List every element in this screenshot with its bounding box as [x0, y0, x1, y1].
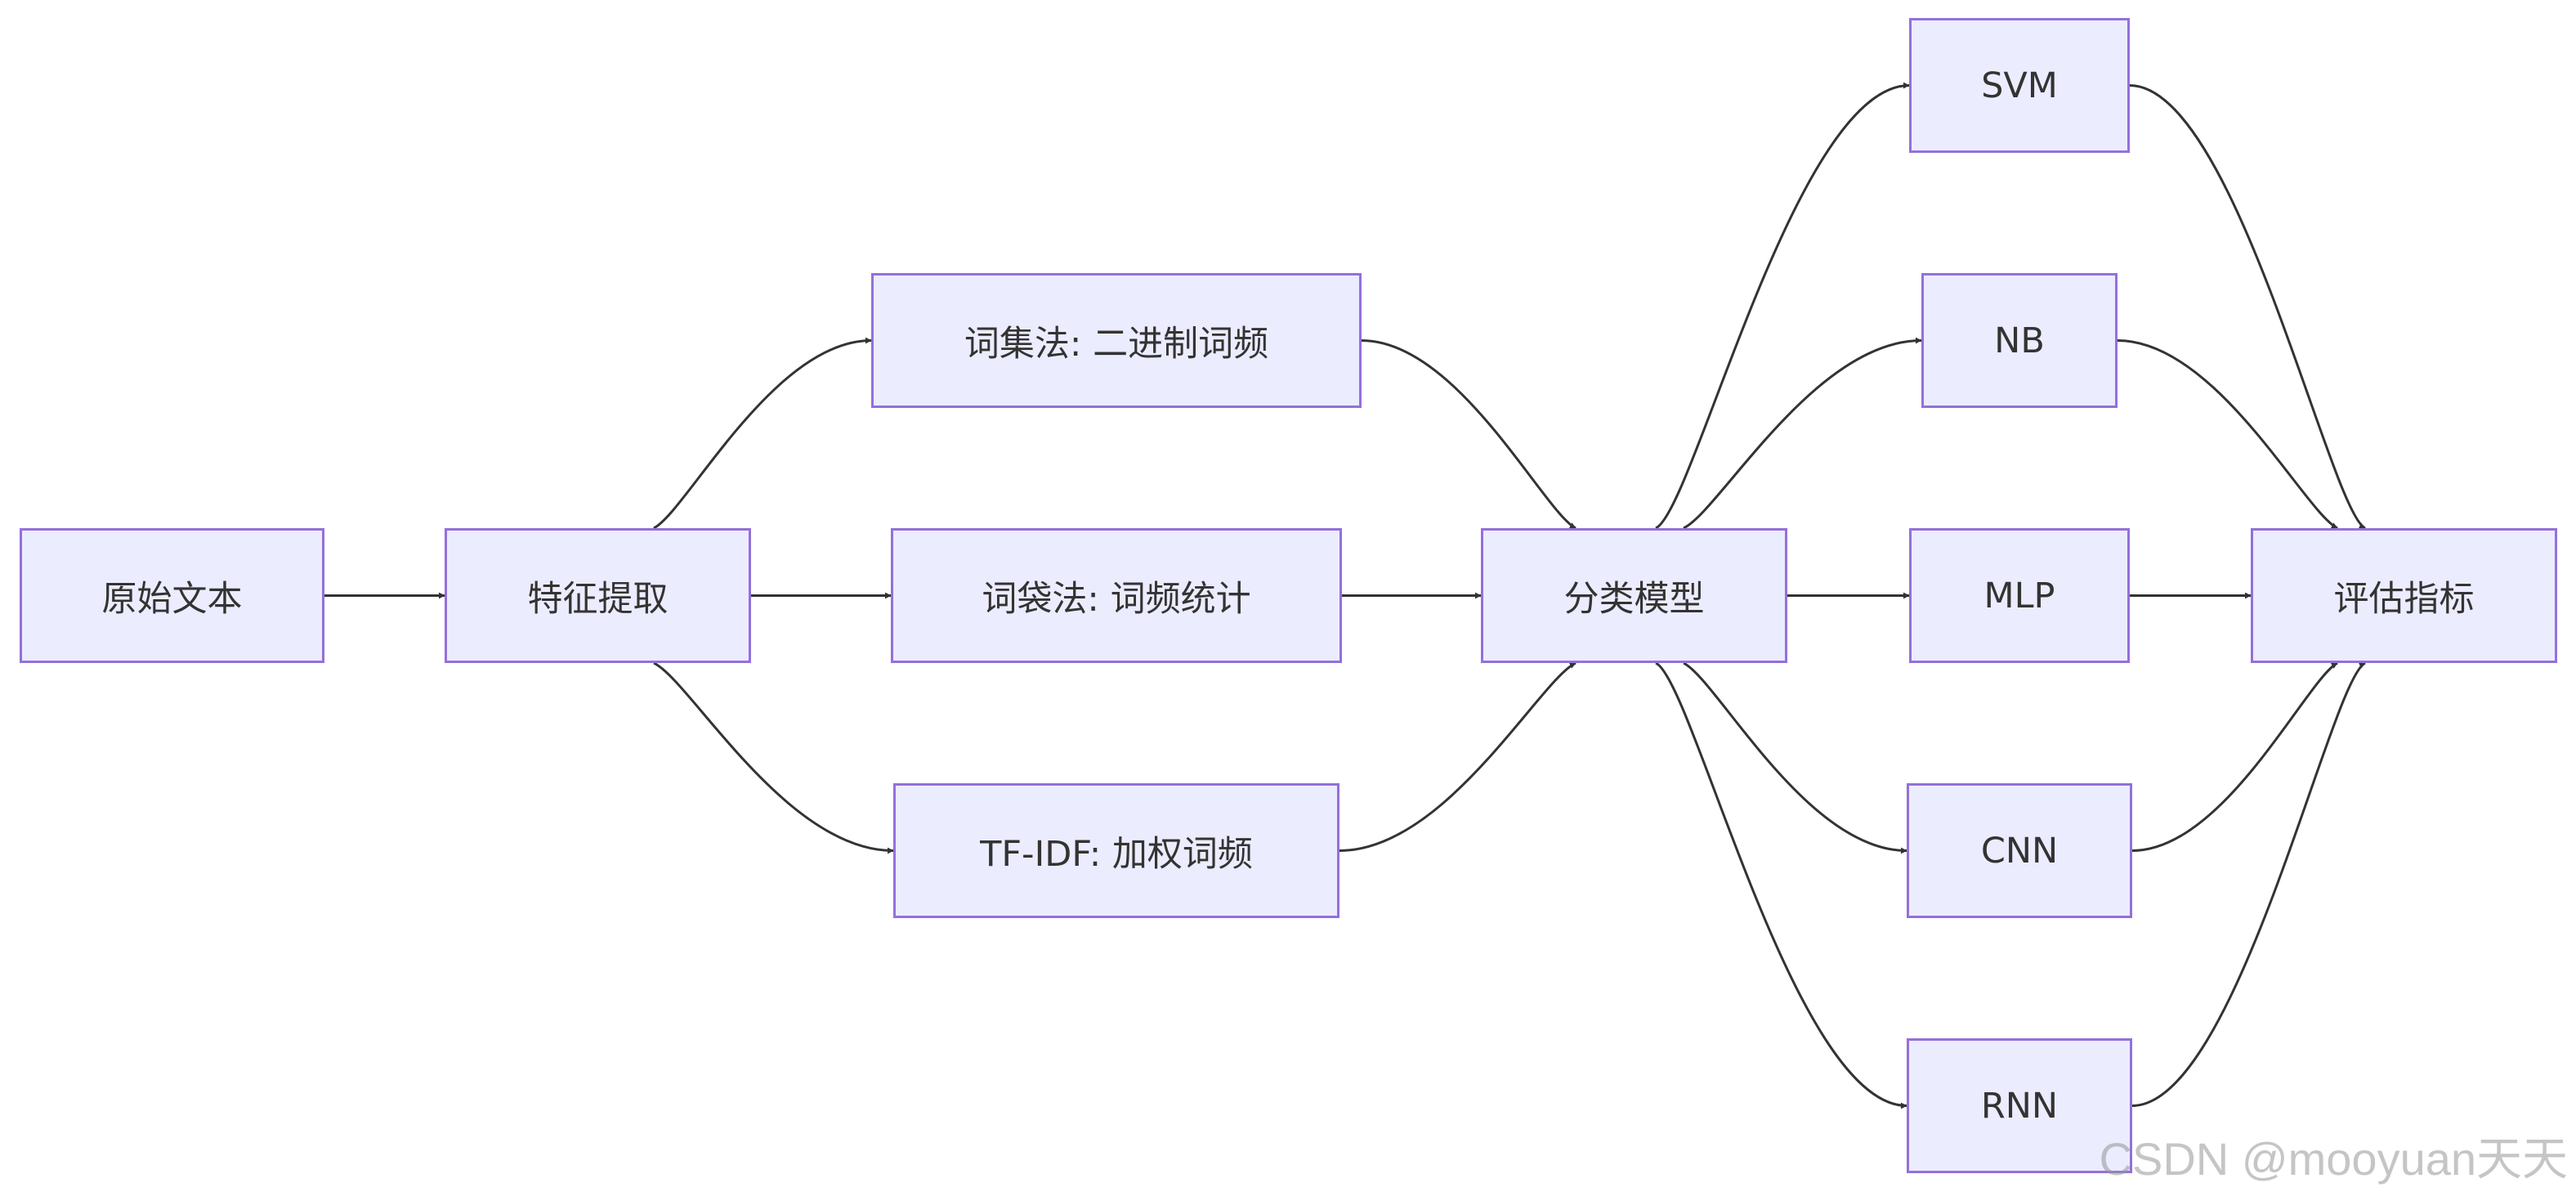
edge-tfidf-to-classifier — [1339, 661, 1576, 852]
node-raw-text: 原始文本 — [20, 528, 324, 663]
node-tfidf: TF-IDF: 加权词频 — [893, 783, 1339, 918]
edge-feature_extraction-to-tfidf — [653, 661, 894, 854]
edge-classifier-to-rnn — [1655, 661, 1907, 1109]
node-cnn: CNN — [1907, 783, 2132, 918]
node-classifier: 分类模型 — [1481, 528, 1787, 663]
watermark: CSDN @mooyuan天天 — [2099, 1133, 2568, 1185]
node-nb: NB — [1921, 273, 2118, 408]
node-rnn: RNN — [1907, 1038, 2132, 1173]
edge-svm-to-metrics — [2129, 84, 2366, 530]
edge-set_of_words-to-classifier — [1361, 339, 1576, 530]
edge-classifier-to-nb — [1683, 337, 1922, 530]
edge-rnn-to-metrics — [2131, 661, 2366, 1107]
node-bag-of-words: 词袋法: 词频统计 — [891, 528, 1342, 663]
node-set-of-words: 词集法: 二进制词频 — [871, 273, 1362, 408]
edge-feature_extraction-to-set_of_words — [653, 337, 872, 530]
edge-classifier-to-cnn — [1683, 661, 1907, 854]
node-svm: SVM — [1909, 18, 2130, 153]
edge-nb-to-metrics — [2117, 339, 2338, 530]
node-mlp: MLP — [1909, 528, 2130, 663]
node-feature-extraction: 特征提取 — [445, 528, 751, 663]
edge-cnn-to-metrics — [2131, 661, 2338, 852]
node-metrics: 评估指标 — [2251, 528, 2557, 663]
edge-classifier-to-svm — [1655, 82, 1910, 530]
